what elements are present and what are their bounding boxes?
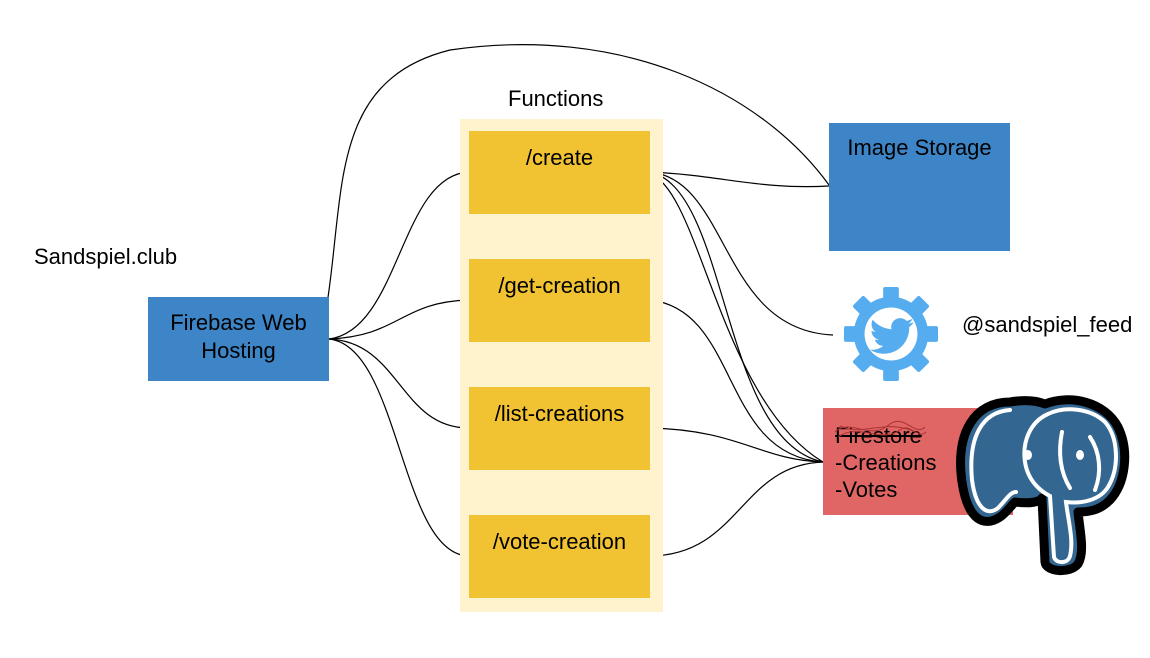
image-storage-box: Image Storage: [829, 123, 1010, 251]
connector-hosting-create: [328, 171, 470, 340]
twitter-bird-gear-icon: [843, 286, 939, 382]
site-label: Sandspiel.club: [34, 244, 178, 269]
postgresql-elephant-icon: [956, 395, 1130, 575]
connector-create-twitter: [649, 171, 834, 336]
function-get-creation: /get-creation: [469, 259, 650, 342]
function-list-creations: /list-creations: [469, 387, 650, 470]
functions-title: Functions: [508, 86, 604, 111]
firestore-item-votes: -Votes: [835, 477, 898, 502]
function-create: /create: [469, 131, 650, 214]
connector-list-firestore: [649, 427, 824, 463]
scribble-strikethrough: [834, 421, 927, 438]
firebase-hosting-box: Firebase Web Hosting: [148, 297, 329, 381]
hosting-label-line1: Firebase Web: [170, 310, 307, 335]
connector-get-firestore: [649, 299, 824, 463]
connector-hosting-storage: [326, 44, 830, 305]
firestore-item-creations: -Creations: [835, 450, 937, 475]
connector-vote-firestore: [649, 461, 824, 557]
function-vote-creation: /vote-creation: [469, 515, 650, 598]
image-storage-label: Image Storage: [847, 135, 992, 160]
connector-create-storage: [649, 171, 830, 188]
connector-create-firestore-2: [649, 173, 824, 463]
connector-hosting-vote: [328, 338, 470, 557]
hosting-label-line2: Hosting: [201, 338, 276, 363]
connector-hosting-get: [328, 299, 470, 340]
twitter-handle: @sandspiel_feed: [962, 312, 1133, 337]
connector-hosting-list: [328, 338, 470, 429]
connector-create-firestore: [649, 171, 824, 463]
